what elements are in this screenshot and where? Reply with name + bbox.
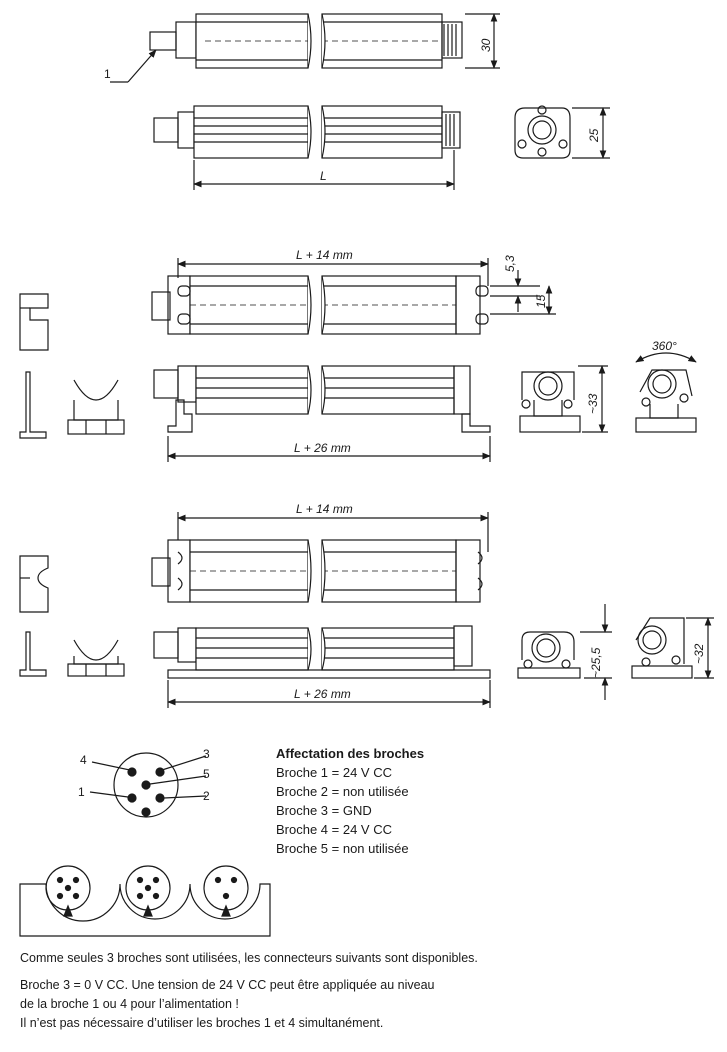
lamp-side-view: [153, 105, 461, 159]
note-voltage-2: de la broche 1 ou 4 pour l’alimentation …: [20, 997, 239, 1011]
end-view-clip-b: [631, 617, 693, 679]
dim-height-32: ~32: [692, 643, 706, 664]
pin-assignment-title: Affectation des broches: [276, 746, 425, 761]
dim-height-25: 25: [587, 128, 601, 143]
pin-assignment-row: Broche 5 = non utilisée: [276, 841, 409, 856]
pin-assignment-row: Broche 1 = 24 V CC: [276, 765, 392, 780]
end-view-clip-a: [517, 631, 581, 679]
note-available-connectors: Comme seules 3 broches sont utilisées, l…: [20, 951, 478, 965]
dim-height-33: ~33: [586, 393, 600, 414]
note-voltage-3: Il n’est pas nécessaire d’utiliser les b…: [20, 1016, 384, 1030]
pin-assignment-row: Broche 2 = non utilisée: [276, 784, 409, 799]
pin-label-2: 2: [203, 789, 210, 803]
dim-height-30: 30: [479, 38, 493, 52]
clip-holder-view-2: [67, 639, 125, 677]
pin-label-5: 5: [203, 767, 210, 781]
dim-length-L: L: [320, 169, 327, 183]
bracket-top-view: [19, 293, 49, 351]
lamp-with-clips-side: [153, 625, 491, 679]
callout-label-1: 1: [104, 67, 111, 81]
pin-assignment-row: Broche 3 = GND: [276, 803, 372, 818]
end-view-bracket-a: [519, 371, 581, 433]
dim-length-plus-26-a: L + 26 mm: [294, 441, 351, 455]
clip-top-view: [19, 555, 49, 613]
pin-label-3: 3: [203, 747, 210, 761]
end-view-plain: [514, 105, 571, 159]
connector-options-tray: [19, 865, 271, 937]
dim-rotation-360: 360°: [652, 339, 677, 353]
dim-length-plus-14-a: L + 14 mm: [296, 248, 353, 262]
dim-length-plus-26-b: L + 26 mm: [294, 687, 351, 701]
clip-holder-view: [67, 379, 125, 435]
bracket-side-view: [19, 371, 47, 439]
lamp-with-brackets-top: [151, 275, 489, 335]
pin-assignment-row: Broche 4 = 24 V CC: [276, 822, 392, 837]
dim-length-plus-14-b: L + 14 mm: [296, 502, 353, 516]
note-voltage-1: Broche 3 = 0 V CC. Une tension de 24 V C…: [20, 978, 435, 992]
connector-pinout: [89, 752, 207, 818]
dim-hole-15: 15: [534, 294, 548, 308]
end-view-bracket-rotated: [635, 369, 697, 433]
lamp-top-view: [149, 13, 463, 69]
pin-label-4: 4: [80, 753, 87, 767]
dim-height-25-5: ~25,5: [589, 647, 603, 678]
pin-label-1: 1: [78, 785, 85, 799]
lamp-with-brackets-side: [153, 365, 491, 433]
lamp-with-clips-top: [151, 539, 483, 603]
dim-slot-5-3: 5,3: [503, 255, 517, 272]
clip-side-view: [19, 631, 47, 677]
